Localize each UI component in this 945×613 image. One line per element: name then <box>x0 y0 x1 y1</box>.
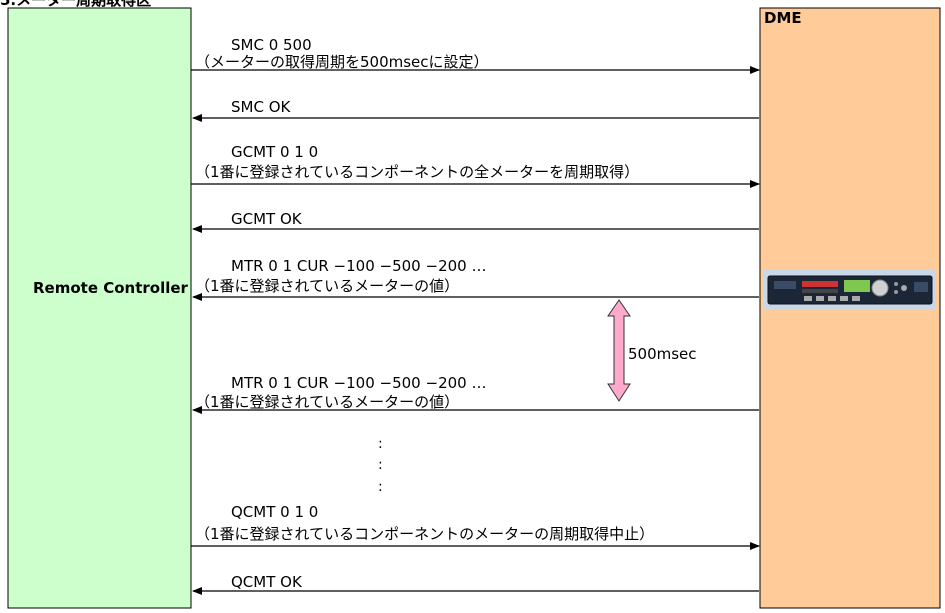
message-gcmt-line2: （1番に登録されているコンポーネントの全メーターを周期取得） <box>195 163 640 181</box>
ellipsis-3: : <box>378 479 383 495</box>
message-qcmt-line2: （1番に登録されているコンポーネントのメーターの周期取得中止） <box>195 525 655 543</box>
dme-unit-image <box>764 270 936 310</box>
message-smc-line2: （メーターの取得周期を500msecに設定） <box>195 53 489 71</box>
ellipsis-1: : <box>378 436 383 452</box>
message-smc-line1: SMC 0 500 <box>231 36 312 54</box>
remote-controller-lane <box>7 7 192 609</box>
dme-label: DME <box>764 9 802 27</box>
ellipsis-2: : <box>378 457 383 473</box>
message-gcmt-line1: GCMT 0 1 0 <box>231 143 319 161</box>
message-mtr-2-line2: （1番に登録されているメーターの値） <box>195 393 460 411</box>
message-mtr-2-line1: MTR 0 1 CUR −100 −500 −200 … <box>231 374 487 392</box>
message-smc-ok: SMC OK <box>231 98 291 116</box>
interval-double-arrow <box>607 299 631 402</box>
message-mtr-1-line1: MTR 0 1 CUR −100 −500 −200 … <box>231 257 487 275</box>
interval-label: 500msec <box>628 345 697 363</box>
message-mtr-1-line2: （1番に登録されているメーターの値） <box>195 277 460 295</box>
page-title: 5.メーター周期取得区 <box>0 0 152 9</box>
message-gcmt-ok: GCMT OK <box>231 210 302 228</box>
message-qcmt-line1: QCMT 0 1 0 <box>231 503 319 521</box>
remote-controller-label: Remote Controller <box>33 279 188 297</box>
message-qcmt-ok: QCMT OK <box>231 573 302 591</box>
